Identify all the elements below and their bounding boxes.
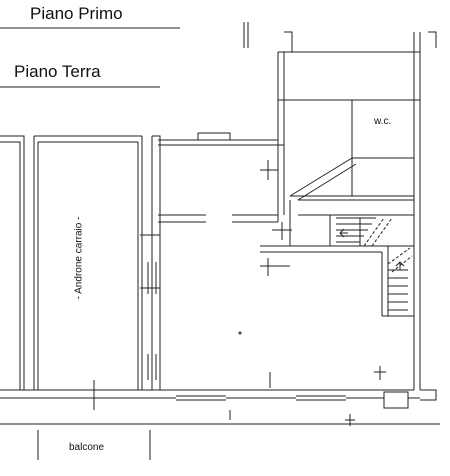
balcony-label: balcone	[69, 442, 105, 453]
ticks-mid	[140, 160, 292, 242]
top-wall-stub-left	[243, 22, 249, 48]
upper-shaft-walls	[277, 51, 421, 100]
corridor-opening	[158, 214, 278, 223]
top-wall-stub-mid	[284, 31, 293, 52]
stair-steps	[336, 217, 376, 246]
wc-label: w.c.	[374, 116, 392, 127]
diagonal-chute	[289, 157, 414, 201]
stair-arrow	[339, 228, 348, 238]
wc-lower	[351, 157, 414, 196]
upper-floor-title: Piano Primo	[30, 4, 123, 23]
top-wall-stub-right	[413, 31, 437, 52]
lower-stair-walls	[260, 245, 414, 317]
left-wall-1	[0, 135, 25, 390]
middle-room-right-wall	[277, 100, 285, 222]
main-hall-left-wall	[147, 135, 161, 390]
vent-top	[197, 132, 231, 140]
bottom-notch	[383, 391, 409, 409]
hall-mark	[238, 331, 242, 335]
bottom-ticks	[93, 380, 355, 426]
right-outer-wall	[413, 100, 437, 401]
wc-room	[351, 99, 415, 159]
lower-stair-steps	[388, 269, 408, 311]
passage-label: - Androne carraio -	[73, 216, 85, 300]
passage-walls	[33, 135, 143, 390]
ticks-lower	[260, 258, 386, 388]
stair-hatch	[363, 217, 393, 247]
bottom-wall	[0, 389, 420, 401]
ground-floor-title: Piano Terra	[14, 62, 101, 81]
balcony-box	[37, 430, 151, 460]
lower-stair-arrow	[395, 261, 405, 270]
middle-room-top-wall	[158, 139, 284, 146]
stair-landing	[289, 200, 414, 247]
